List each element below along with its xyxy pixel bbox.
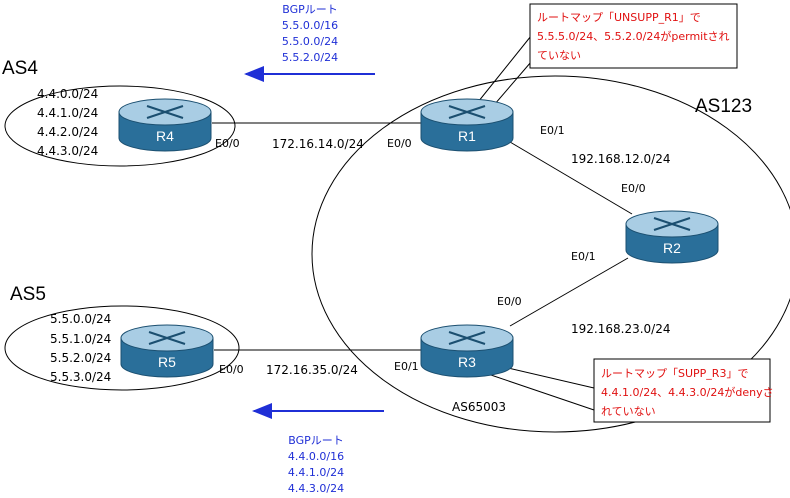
callout-r1-box	[529, 3, 738, 69]
as5-label: AS5	[10, 284, 46, 305]
router-arrows-icon	[148, 331, 186, 345]
interface-r3-e0-0: E0/0	[497, 295, 522, 308]
bgp-routes-to-r5: BGPルート 4.4.0.0/16 4.4.1.0/24 4.4.3.0/24	[288, 434, 344, 495]
router-r1-label: R1	[458, 128, 476, 144]
interface-r1-e0-0: E0/0	[387, 137, 412, 150]
callout-r3-pointer-a	[507, 367, 595, 389]
router-r3-label: R3	[458, 354, 476, 370]
interface-r2-e0-1: E0/1	[571, 250, 596, 263]
callout-r3: ルートマップ「SUPP_R3」で 4.4.1.0/24、4.4.3.0/24がd…	[593, 358, 774, 423]
link-r2-r3	[509, 257, 629, 327]
subnet-r1-r2: 192.168.12.0/24	[571, 152, 670, 166]
callout-r1: ルートマップ「UNSUPP_R1」で 5.5.5.0/24、5.5.2.0/24…	[529, 3, 738, 69]
bgp-route: 5.5.0.0/24	[282, 35, 338, 48]
callout-r3-box	[593, 358, 771, 423]
callout-r3-line: 4.4.1.0/24、4.4.3.0/24がdenyさ	[601, 385, 774, 399]
bgp-route: 5.5.2.0/24	[282, 51, 338, 64]
callout-r1-line: ていない	[537, 49, 581, 62]
as4-network: 4.4.1.0/24	[37, 106, 98, 120]
router-arrows-icon	[146, 105, 184, 119]
bgp-route: 4.4.0.0/16	[288, 450, 344, 463]
bgp-route: 4.4.1.0/24	[288, 466, 344, 479]
as4-network: 4.4.2.0/24	[37, 125, 98, 139]
router-r4-label: R4	[156, 128, 174, 144]
interface-r4-e0-0: E0/0	[215, 137, 240, 150]
router-r2: R2	[625, 210, 719, 264]
interface-r5-e0-0: E0/0	[219, 363, 244, 376]
interface-r1-e0-1: E0/1	[540, 124, 565, 137]
router-arrows-icon	[448, 105, 486, 119]
link-r1-r2	[509, 141, 633, 215]
router-r3: R3	[420, 324, 514, 378]
router-arrows-icon	[653, 217, 691, 231]
as4-boundary	[4, 85, 236, 167]
as123-label: AS123	[695, 96, 752, 117]
as5-network: 5.5.3.0/24	[50, 370, 111, 384]
bgp-title: BGPルート	[282, 3, 338, 16]
router-r5-label: R5	[158, 354, 176, 370]
subnet-r5-r3: 172.16.35.0/24	[266, 363, 358, 377]
callout-r3-line: れていない	[601, 405, 656, 418]
as5-boundary	[4, 305, 240, 391]
router-r1: R1	[420, 98, 514, 152]
interface-r3-e0-1: E0/1	[394, 360, 419, 373]
as5-network: 5.5.2.0/24	[50, 351, 111, 365]
as5-network: 5.5.0.0/24	[50, 312, 111, 326]
callout-r1-line: 5.5.5.0/24、5.5.2.0/24がpermitされ	[537, 29, 730, 43]
subnet-r2-r3: 192.168.23.0/24	[571, 322, 670, 336]
router-r2-label: R2	[663, 240, 681, 256]
router-r5: R5	[120, 324, 214, 378]
callout-r3-pointer-b	[487, 373, 595, 411]
bgp-title: BGPルート	[288, 434, 344, 447]
subnet-r4-r1: 172.16.14.0/24	[272, 137, 364, 151]
as5-network: 5.5.1.0/24	[50, 332, 111, 346]
as123-boundary	[311, 75, 790, 433]
router-arrows-icon	[448, 331, 486, 345]
interface-r2-e0-0: E0/0	[621, 182, 646, 195]
as5-network-list: 5.5.0.0/24 5.5.1.0/24 5.5.2.0/24 5.5.3.0…	[50, 312, 111, 384]
as4-label: AS4	[2, 58, 38, 79]
as4-network: 4.4.0.0/24	[37, 87, 98, 101]
callout-r3-line: ルートマップ「SUPP_R3」で	[601, 367, 748, 380]
as4-network: 4.4.3.0/24	[37, 144, 98, 158]
as4-network-list: 4.4.0.0/24 4.4.1.0/24 4.4.2.0/24 4.4.3.0…	[37, 87, 98, 158]
bgp-route: 4.4.3.0/24	[288, 482, 344, 495]
bgp-route: 5.5.0.0/16	[282, 19, 338, 32]
callout-r1-line: ルートマップ「UNSUPP_R1」で	[537, 11, 701, 24]
router-r4: R4	[118, 98, 212, 152]
as65003-label: AS65003	[452, 400, 506, 414]
bgp-routes-to-r4: BGPルート 5.5.0.0/16 5.5.0.0/24 5.5.2.0/24	[282, 3, 338, 64]
